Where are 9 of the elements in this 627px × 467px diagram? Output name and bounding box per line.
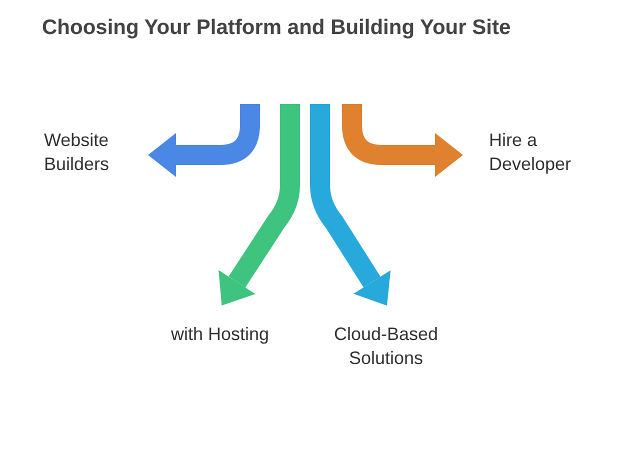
arrow: [148, 104, 260, 177]
option-label: with Hosting: [160, 306, 280, 376]
title: Choosing Your Platform and Building Your Site: [42, 16, 511, 40]
option-label: Cloud-Based Solutions: [326, 306, 446, 376]
option-label: Hire a Developer: [463, 118, 583, 182]
arrow: [218, 104, 300, 306]
arrow: [310, 104, 391, 306]
arrow: [342, 104, 463, 177]
option-label: Website Builders: [44, 118, 146, 182]
